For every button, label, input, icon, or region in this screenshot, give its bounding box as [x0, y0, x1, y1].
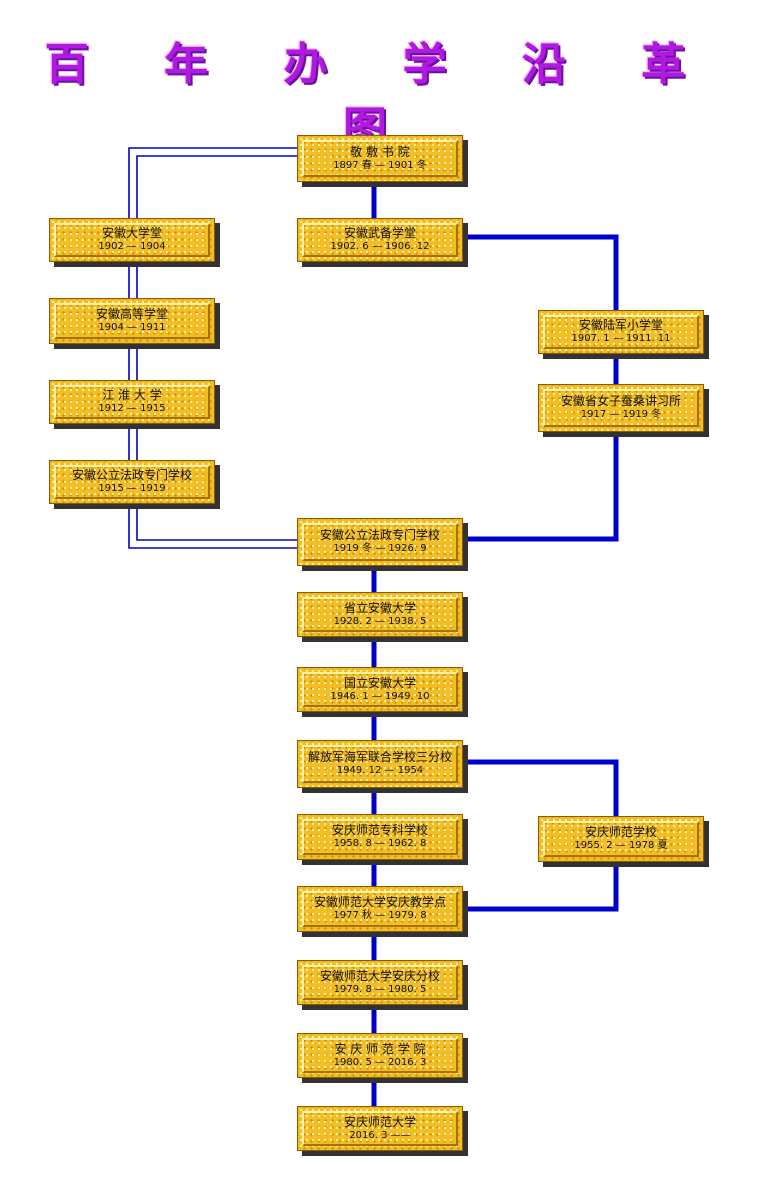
double-line: [128, 344, 138, 380]
node-name: 安徽师范大学安庆教学点: [313, 895, 446, 910]
node-name: 安徽省女子蚕桑讲习所: [560, 394, 681, 409]
node-dates: 1979. 8 — 1980. 5: [333, 983, 427, 995]
node-name: 安庆师范大学: [343, 1114, 416, 1129]
node-dates: 1980. 5 — 2016. 3: [333, 1056, 427, 1068]
right-branch-line: [462, 432, 619, 542]
chart-title: 百 年 办 学 沿 革 图: [44, 39, 716, 154]
node-name: 安徽公立法政专门学校: [71, 468, 192, 483]
node-dates: 1902. 6 — 1906. 12: [330, 241, 430, 253]
double-line: [136, 504, 298, 541]
double-line: [128, 504, 298, 549]
node-dates: 1958. 8 — 1962. 8: [333, 838, 427, 850]
lower-branch-line: [462, 759, 619, 818]
node-dates: 1917 — 1919 冬: [580, 409, 662, 421]
node-name: 安徽大学堂: [101, 226, 162, 241]
node-name: 国立安徽大学: [343, 675, 416, 690]
double-line: [128, 147, 298, 218]
node-dates: 1977 秋 — 1979. 8: [333, 910, 427, 922]
node-name: 安徽陆军小学堂: [578, 318, 663, 333]
double-line: [128, 262, 138, 298]
node-dates: 1919 冬 — 1926. 9: [333, 543, 427, 555]
node-dates: 1912 — 1915: [98, 403, 166, 415]
node-dates: 2016. 3 ——: [349, 1129, 411, 1141]
double-line: [136, 155, 298, 218]
node-name: 安徽师范大学安庆分校: [319, 968, 440, 983]
node-name: 敬 敷 书 院: [350, 144, 410, 159]
node-name: 省立安徽大学: [343, 600, 416, 615]
node-name: 安徽公立法政专门学校: [319, 528, 440, 543]
node-name: 安徽武备学堂: [343, 226, 416, 241]
node-dates: 1907. 1 — 1911. 11: [571, 333, 671, 345]
node-name: 江 淮 大 学: [102, 388, 162, 403]
node-name: 安徽高等学堂: [95, 307, 168, 322]
node-dates: 1928. 2 — 1938. 5: [333, 615, 427, 627]
node-name: 安 庆 师 范 学 院: [334, 1041, 426, 1056]
lower-branch-line: [462, 860, 619, 912]
node-dates: 1949. 12 — 1954: [336, 765, 424, 777]
node-dates: 1955. 2 — 1978 夏: [574, 840, 668, 852]
node-dates: 1902 — 1904: [98, 241, 166, 253]
double-line: [128, 424, 138, 460]
right-branch-line: [462, 234, 619, 314]
node-name: 解放军海军联合学校三分校: [307, 750, 452, 765]
node-name: 安庆师范专科学校: [331, 823, 428, 838]
node-dates: 1897 春 — 1901 冬: [333, 159, 427, 171]
node-dates: 1915 — 1919: [98, 483, 166, 495]
node-dates: 1904 — 1911: [98, 322, 166, 334]
node-name: 安庆师范学校: [584, 825, 657, 840]
node-dates: 1946. 1 — 1949. 10: [330, 690, 430, 702]
